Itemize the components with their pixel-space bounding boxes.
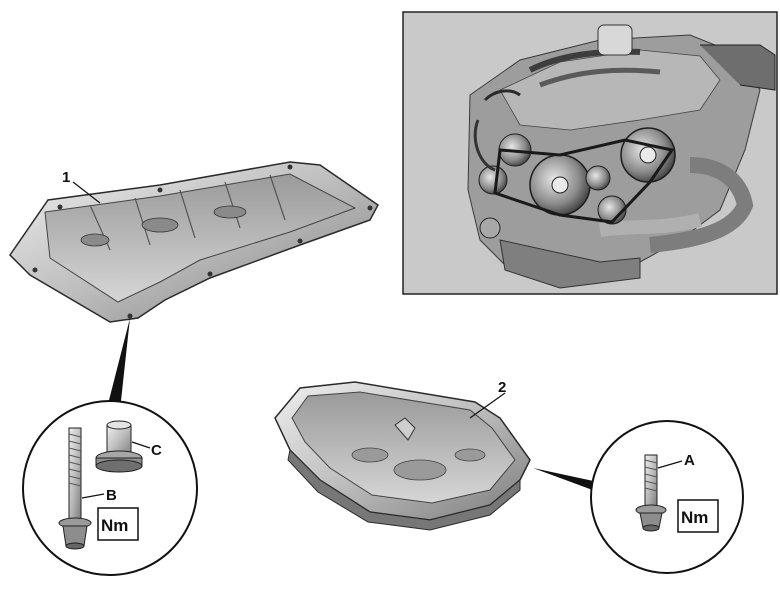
torque-label-right: Nm <box>681 508 708 527</box>
detail-pointer-left <box>107 318 130 410</box>
detail-pointer-right <box>533 468 598 492</box>
callout-label-c: C <box>151 442 162 459</box>
torque-box-right: Nm <box>677 499 719 533</box>
callout-label-2: 2 <box>498 379 506 396</box>
bolt-b <box>58 427 92 550</box>
callout-label-a: A <box>684 452 695 469</box>
bolt-a <box>635 454 667 532</box>
callout-label-b: B <box>106 487 117 504</box>
detail-circle-right: A Nm <box>590 420 744 574</box>
spacer-c <box>95 420 143 473</box>
detail-circle-left: B C Nm <box>22 400 198 576</box>
callout-label-1: 1 <box>62 169 70 186</box>
callout-2: 2 <box>469 379 506 419</box>
callout-1: 1 <box>62 169 101 204</box>
torque-label-left: Nm <box>101 516 128 535</box>
engine-photo-panel <box>402 11 778 295</box>
upper-oil-pan <box>9 161 379 323</box>
engine-image <box>467 24 776 289</box>
lower-oil-pan <box>274 381 531 531</box>
torque-box-left: Nm <box>97 507 139 541</box>
